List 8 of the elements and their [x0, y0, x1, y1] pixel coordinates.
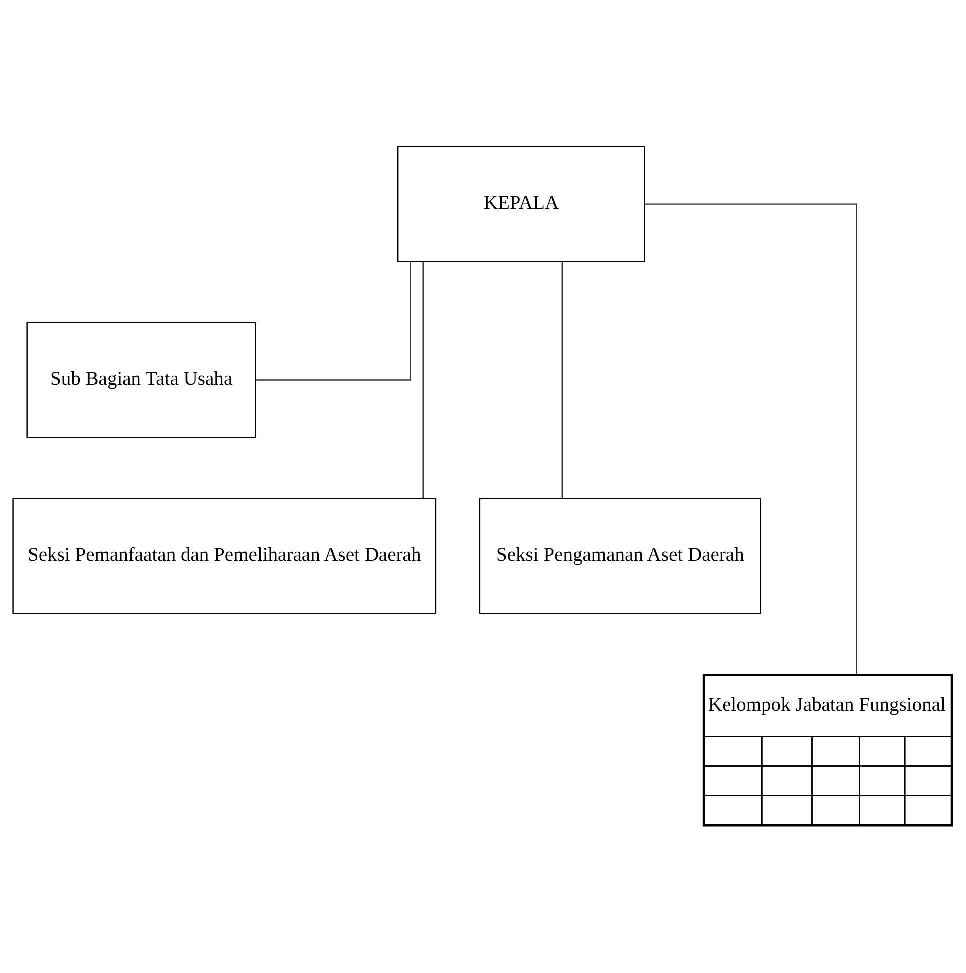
node-box: Seksi Pengamanan Aset Daerah: [479, 498, 762, 614]
connector: [422, 262, 424, 498]
node-box: Sub Bagian Tata Usaha: [26, 322, 256, 438]
connector: [644, 204, 858, 674]
node-box: KEPALA: [397, 146, 646, 262]
connector: [256, 262, 412, 381]
connector: [562, 262, 564, 498]
node-box: Seksi Pemanfaatan dan Pemeliharaan Aset Daerah: [12, 498, 437, 614]
